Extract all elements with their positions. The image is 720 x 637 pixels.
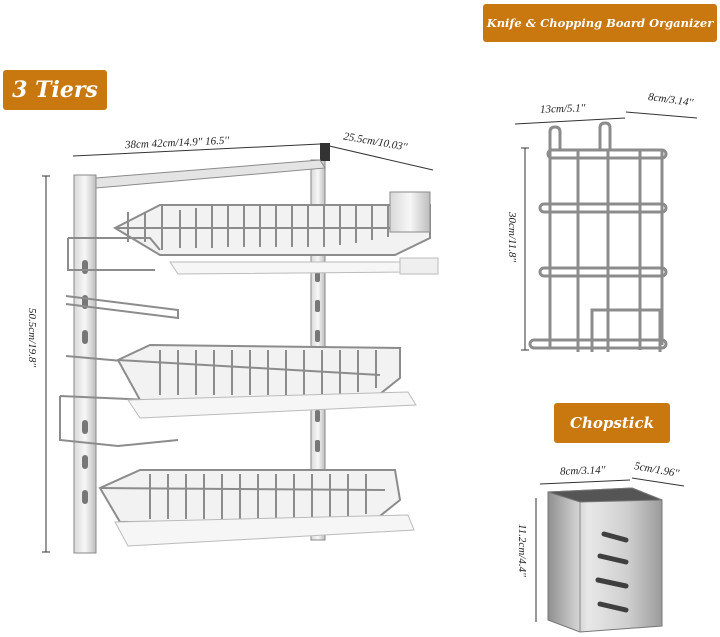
knife-dimension-lines (514, 111, 698, 351)
rack-dimension-lines (42, 143, 434, 553)
chopstick-width-label: 8cm/3.14'' (559, 464, 606, 478)
rack-height-label: 50.5cm/19.8'' (26, 308, 38, 368)
knife-organizer-badge: Knife & Chopping Board Organizer (483, 4, 717, 42)
tiers-badge: 3 Tiers (3, 70, 107, 110)
knife-width-label: 13cm/5.1'' (539, 102, 586, 116)
three-tier-rack (59, 143, 439, 554)
knife-organizer (514, 111, 698, 352)
knife-height-label: 30cm/11.8'' (506, 212, 518, 263)
chopstick-dimension-lines (535, 477, 685, 622)
chopstick-height-label: 11.2cm/4.4'' (516, 524, 528, 577)
chopstick-holder (535, 477, 685, 633)
chopstick-badge: Chopstick (554, 403, 670, 443)
